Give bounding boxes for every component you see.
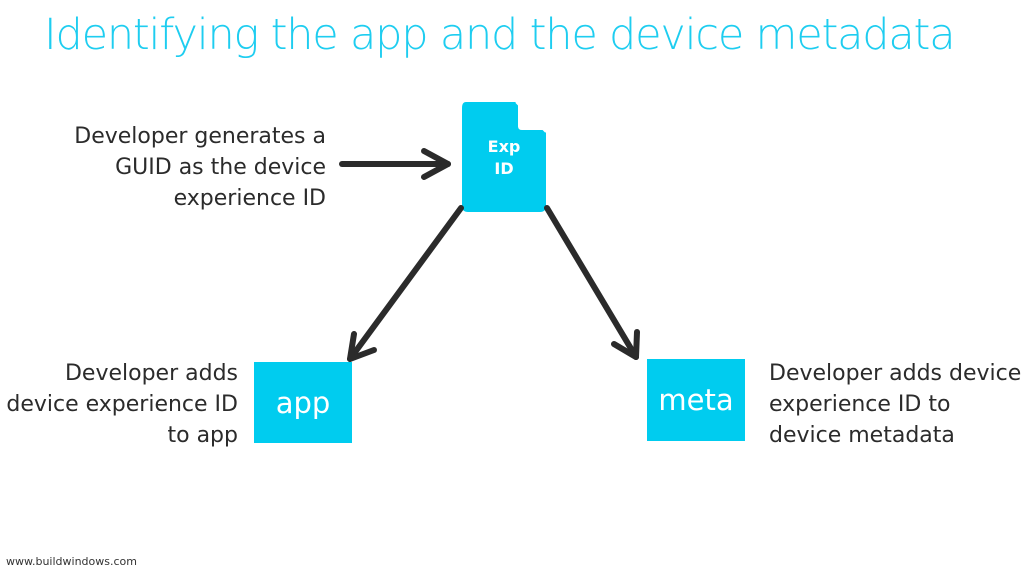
arrow-to-app bbox=[347, 205, 464, 362]
arrow-generate bbox=[339, 148, 451, 180]
arrow-to-meta bbox=[544, 205, 640, 360]
meta-box-label: meta bbox=[658, 383, 734, 417]
slide-title: Identifying the app and the device metad… bbox=[44, 10, 956, 60]
generate-guid-label: Developer generates a GUID as the device… bbox=[74, 124, 326, 211]
app-box: app bbox=[254, 362, 352, 443]
app-box-label: app bbox=[275, 385, 331, 420]
add-to-app-label: Developer adds device experience ID to a… bbox=[6, 361, 238, 448]
document-fold-icon bbox=[518, 102, 546, 130]
add-to-metadata-label: Developer adds device experience ID to d… bbox=[769, 361, 1022, 448]
exp-id-label: Exp ID bbox=[487, 137, 521, 178]
meta-box: meta bbox=[647, 359, 745, 441]
footer-url: www.buildwindows.com bbox=[6, 555, 137, 568]
